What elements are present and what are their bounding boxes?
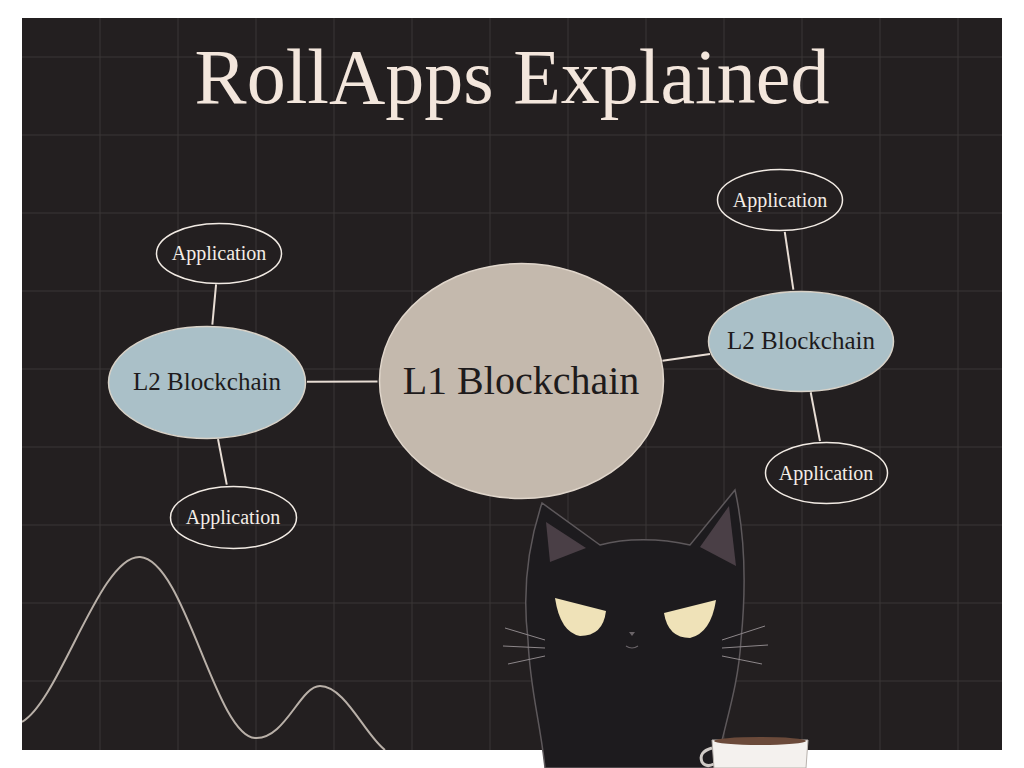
grid-line [22, 135, 1002, 136]
connector-line [811, 392, 820, 441]
connector-line [307, 380, 378, 382]
grid-line [100, 18, 101, 750]
node-label: Application [733, 189, 827, 212]
cat-mouth [626, 646, 638, 648]
cat-nose [629, 632, 635, 636]
ellipse-shape [170, 486, 296, 548]
ellipse-shape [157, 223, 282, 283]
cat-ear-inner [700, 506, 736, 566]
grid-line [880, 18, 881, 750]
diagram-title: RollApps Explained [22, 34, 1002, 120]
ellipse-shape [109, 326, 306, 438]
ellipse-shape [709, 291, 894, 391]
ellipse-shape [765, 443, 887, 504]
application-ellipse: Application [716, 168, 844, 232]
whisker [508, 656, 545, 664]
application-ellipse: Application [169, 485, 298, 550]
node-label: L2 Blockchain [727, 327, 875, 356]
whisker [722, 656, 762, 664]
connector-line [218, 439, 227, 485]
node-label: Application [172, 242, 266, 265]
ellipse-shape [379, 264, 663, 499]
coffee [714, 737, 806, 745]
node-label: L1 Blockchain [403, 358, 640, 404]
node-label: Application [186, 506, 280, 529]
grid-line [22, 525, 1002, 526]
whisker [505, 628, 545, 640]
cat-eye [664, 600, 716, 638]
cat-eye [555, 598, 606, 636]
cat-whiskers [503, 626, 768, 664]
grid-line [958, 18, 959, 750]
whisker [722, 626, 765, 640]
grid-line [22, 681, 1002, 682]
cat-head [526, 490, 745, 768]
ellipse-shape [718, 170, 843, 231]
connector-line [212, 284, 216, 324]
connector-line [785, 232, 794, 290]
grid-lines [22, 18, 1002, 750]
grid-line [22, 603, 1002, 604]
node-label: L2 Blockchain [133, 368, 281, 397]
wave-line [22, 557, 385, 750]
grid-line [334, 18, 335, 750]
whisker [722, 645, 768, 648]
whisker [503, 646, 545, 648]
l2-ellipse: L2 Blockchain [107, 325, 307, 440]
grid-line [22, 213, 1002, 214]
node-label: Application [779, 462, 873, 485]
l1-circle: L1 Blockchain [378, 262, 665, 500]
cat-ear-inner [546, 522, 586, 562]
connector-line [662, 354, 710, 361]
application-ellipse: Application [764, 441, 889, 505]
application-ellipse: Application [155, 222, 283, 285]
l2-ellipse: L2 Blockchain [707, 290, 895, 393]
mug-handle [701, 748, 714, 766]
